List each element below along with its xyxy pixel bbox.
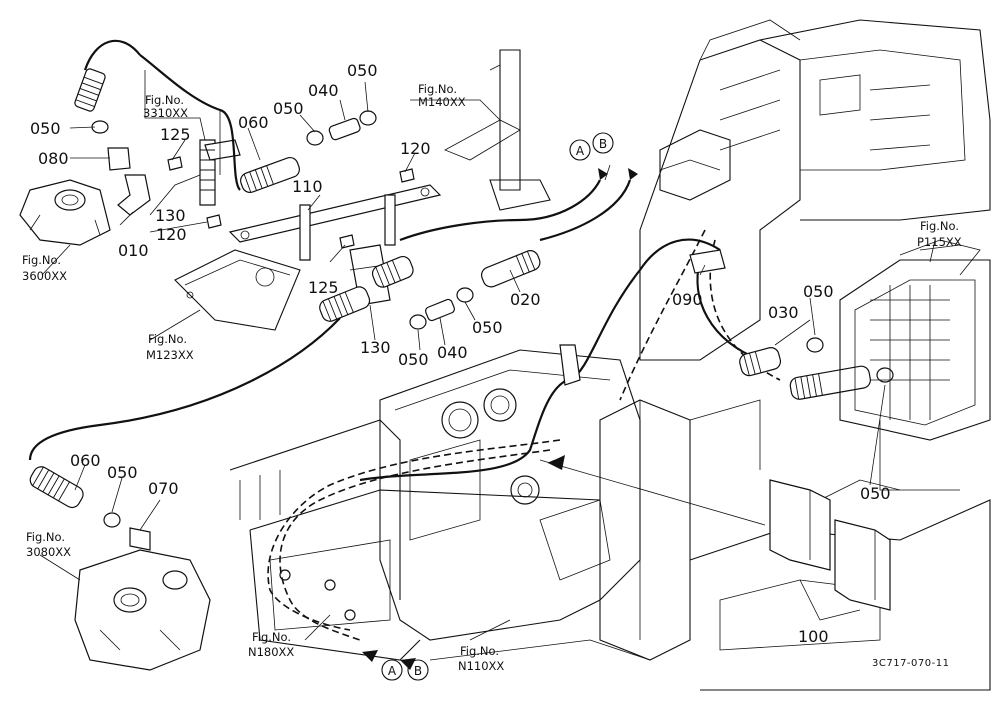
fig-ref-m123: M123XX	[146, 348, 194, 362]
fig-prefix-p115: Fig.No.	[920, 219, 959, 233]
connector-callouts: A B A B	[381, 132, 614, 681]
part-050-a: 050	[30, 119, 61, 138]
part-100: 100	[798, 627, 829, 646]
fig-ref-n110: N110XX	[458, 659, 504, 673]
fig-prefix-3310: Fig.No.	[145, 93, 184, 107]
drawing-code: 3C717-070-11	[872, 658, 949, 669]
fig-prefix-n110: Fig.No.	[460, 644, 499, 658]
part-050-d: 050	[398, 350, 429, 369]
part-050-h: 050	[107, 463, 138, 482]
callout-b-top	[592, 132, 614, 154]
part-125-a: 125	[160, 125, 191, 144]
bracket-assembly	[167, 110, 541, 331]
part-125-b: 125	[308, 278, 339, 297]
part-080: 080	[38, 149, 69, 168]
fig-ref-m140: M140XX	[418, 95, 466, 109]
machine-frame	[229, 19, 991, 691]
part-130-a: 130	[155, 206, 186, 225]
fig-prefix-3600: Fig.No.	[22, 253, 61, 267]
radiator-unit	[839, 239, 991, 491]
part-130-b: 130	[360, 338, 391, 357]
fig-prefix-m140: Fig.No.	[418, 82, 457, 96]
fig-ref-3600: 3600XX	[22, 269, 67, 283]
part-050-g: 050	[860, 484, 891, 503]
leader-lines	[39, 70, 936, 641]
part-110: 110	[292, 177, 323, 196]
part-050-c: 050	[347, 61, 378, 80]
part-120-b: 120	[400, 139, 431, 158]
callout-a-bottom	[381, 659, 403, 681]
part-040-a: 040	[308, 81, 339, 100]
fig-ref-3310: 3310XX	[143, 106, 188, 120]
part-040-b: 040	[437, 343, 468, 362]
fig-ref-n180: N180XX	[248, 645, 294, 659]
fig-prefix-3080: Fig.No.	[26, 530, 65, 544]
part-090: 090	[672, 290, 703, 309]
callout-b-bottom-label: B	[414, 664, 422, 678]
part-010: 010	[118, 241, 149, 260]
fig-prefix-m123: Fig.No.	[148, 332, 187, 346]
callout-a-top	[569, 139, 591, 161]
hose-routing	[28, 54, 894, 641]
part-050-f: 050	[803, 282, 834, 301]
part-numbers: 050 080 010 125 130 120 060 050 040 050 …	[30, 61, 891, 646]
part-050-b: 050	[273, 99, 304, 118]
callout-b-top-label: B	[599, 137, 607, 151]
part-030: 030	[768, 303, 799, 322]
part-120-a: 120	[156, 225, 187, 244]
foam-blocks	[539, 459, 891, 621]
part-050-e: 050	[472, 318, 503, 337]
part-060-a: 060	[238, 113, 269, 132]
fig-ref-3080: 3080XX	[26, 545, 71, 559]
arrow-heads	[362, 168, 638, 670]
fig-prefix-n180: Fig.No.	[252, 630, 291, 644]
lower-left-assembly	[29, 466, 211, 671]
callout-b-bottom	[407, 659, 429, 681]
callout-a-top-label: A	[576, 144, 585, 158]
callout-a-bottom-label: A	[388, 664, 397, 678]
part-060-b: 060	[70, 451, 101, 470]
figure-references: Fig.No. 3310XX Fig.No. M140XX Fig.No. 36…	[22, 82, 962, 673]
part-070: 070	[148, 479, 179, 498]
part-020: 020	[510, 290, 541, 309]
left-hose-assembly	[19, 39, 151, 246]
fig-ref-p115: P115XX	[917, 235, 962, 249]
